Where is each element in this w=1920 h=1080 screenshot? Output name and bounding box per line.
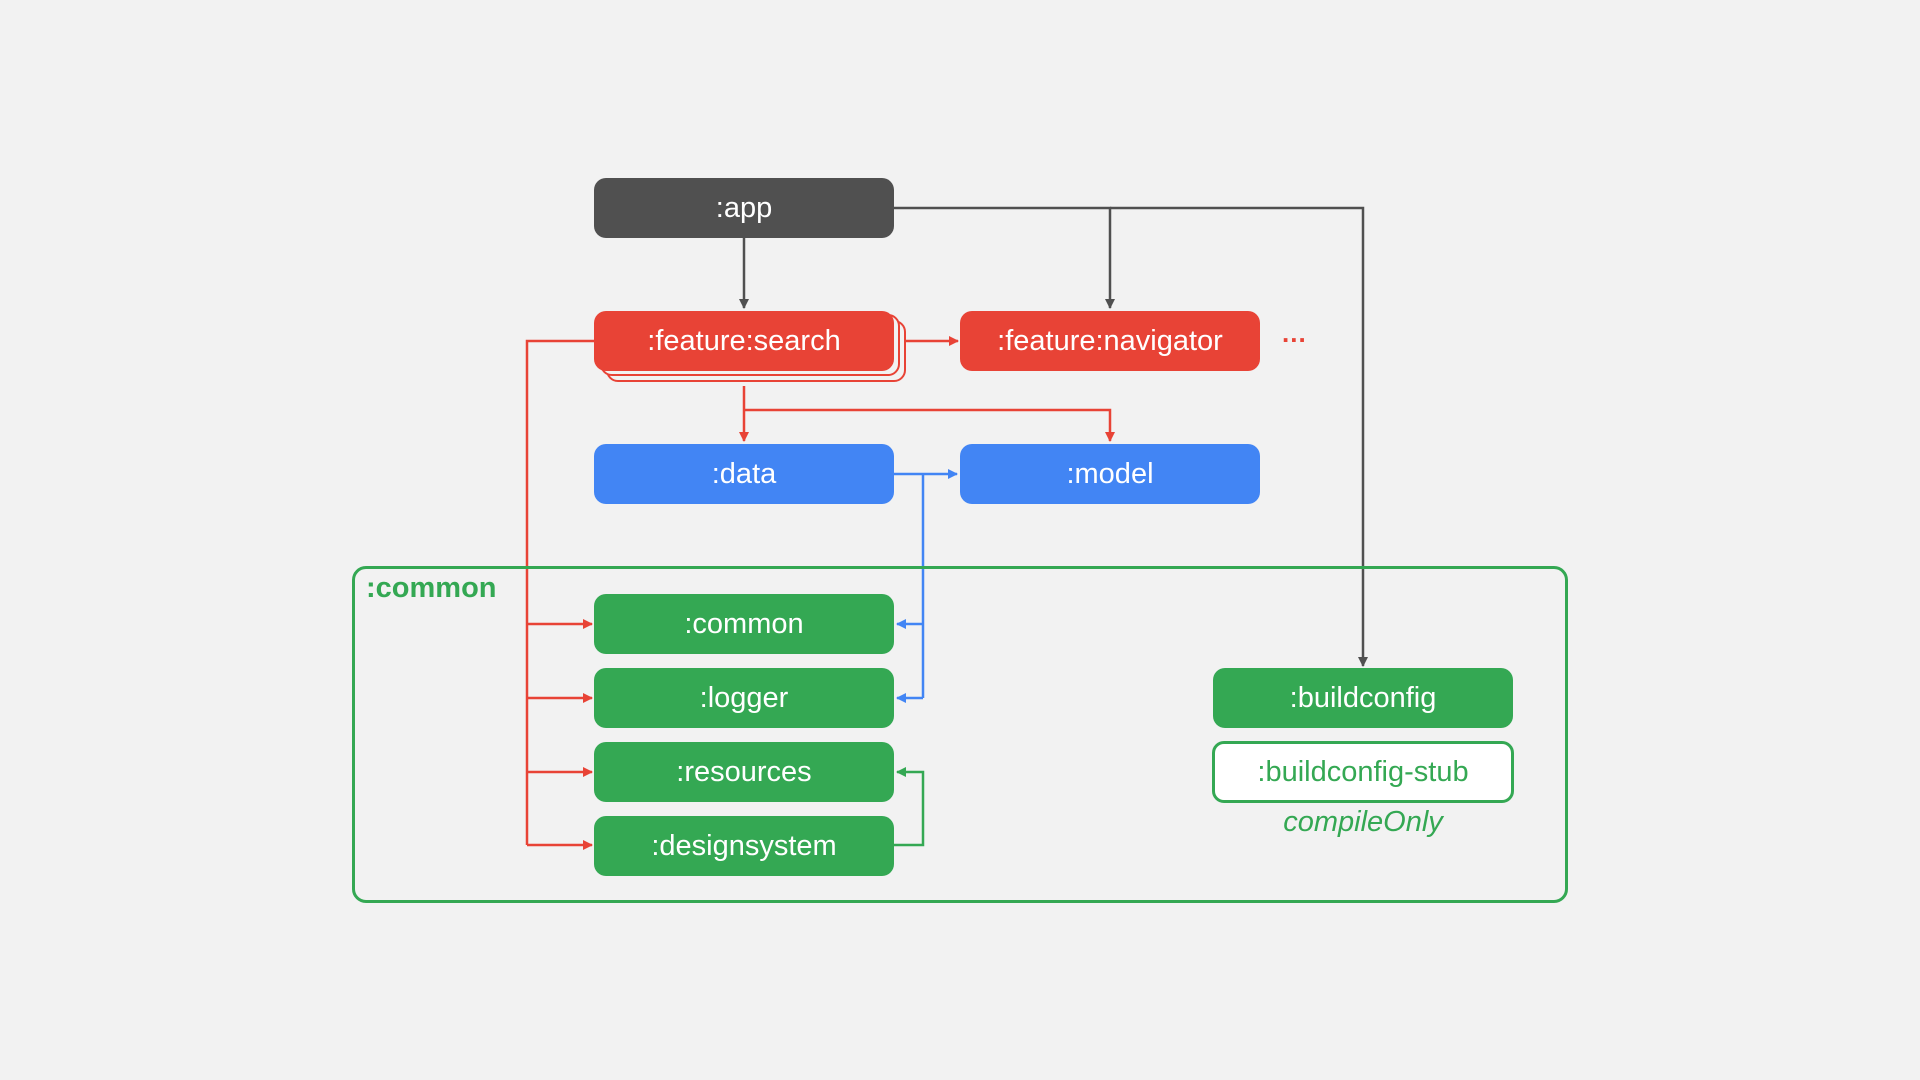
designsystem-node: :designsystem: [594, 816, 894, 876]
buildconfig-node: :buildconfig: [1213, 668, 1513, 728]
common-group-box: [352, 566, 1568, 903]
feature-search-node: :feature:search: [594, 311, 894, 371]
app-node: :app: [594, 178, 894, 238]
edge-designsystem-to-resources: [894, 767, 925, 847]
edge-search-to-model: [744, 408, 1115, 442]
resources-node: :resources: [594, 742, 894, 802]
model-node: :model: [960, 444, 1260, 504]
buildconfig-stub-node: :buildconfig-stub: [1212, 741, 1514, 803]
edge-search-trunk: [525, 339, 594, 845]
feature-navigator-node: :feature:navigator: [960, 311, 1260, 371]
logger-node: :logger: [594, 668, 894, 728]
compile-only-note: compileOnly: [1283, 806, 1443, 838]
edge-app-to-buildconfig: [1110, 206, 1368, 667]
edge-app-to-feature-navigator: [894, 206, 1115, 309]
more-features-ellipsis: ...: [1282, 318, 1307, 348]
common-group-label: :common: [366, 572, 497, 604]
data-node: :data: [594, 444, 894, 504]
common-node: :common: [594, 594, 894, 654]
